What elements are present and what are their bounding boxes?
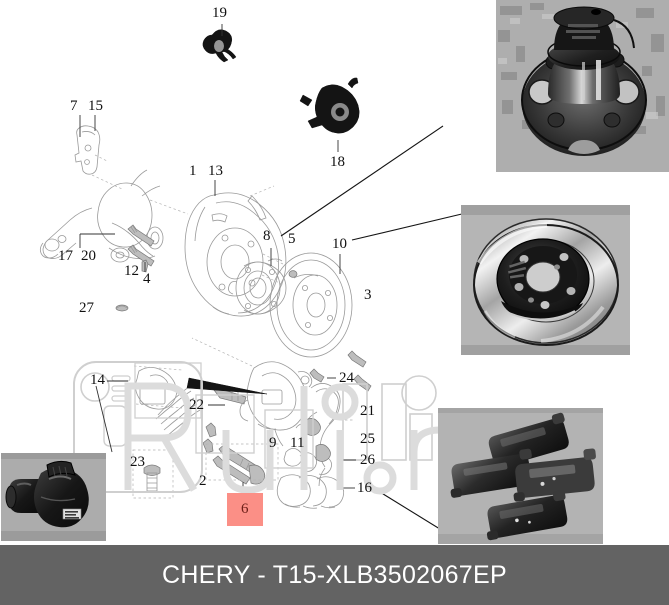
- callout-12: 12: [124, 263, 139, 279]
- brake-caliper-artwork: [186, 337, 313, 447]
- leader-lines: [280, 125, 467, 535]
- callout-9: 9: [269, 435, 277, 451]
- callout-21: 21: [360, 403, 375, 419]
- footer-bar: CHERY - T15-XLB3502067EP: [0, 545, 669, 605]
- callout-3: 3: [364, 287, 372, 303]
- part-19-artwork: [202, 29, 237, 63]
- brake-disc-photo: [461, 205, 630, 355]
- part-27-artwork: [115, 304, 129, 312]
- callout-16: 16: [357, 480, 372, 496]
- callout-22: 22: [189, 397, 204, 413]
- part-18-artwork: [299, 77, 360, 134]
- callout-4: 4: [143, 271, 151, 287]
- callout-8: 8: [263, 228, 271, 244]
- leader-stubs: [79, 24, 356, 495]
- callout-19: 19: [212, 5, 227, 21]
- callout-27: 27: [79, 300, 94, 316]
- callout-25: 25: [360, 431, 375, 447]
- parts-21-25-26-hose-artwork: [295, 383, 354, 487]
- wheel-hub-bearing-photo: [496, 0, 669, 172]
- parking-brake-actuator-photo: [1, 453, 106, 541]
- callout-10: 10: [332, 236, 347, 252]
- part-24-artwork: [309, 368, 325, 383]
- brake-pad-set-photo: [438, 408, 603, 544]
- callout-15: 15: [88, 98, 103, 114]
- callout-23: 23: [130, 454, 145, 470]
- callout-1: 1: [189, 163, 197, 179]
- part-10-3-brake-disc-artwork: [262, 252, 353, 358]
- callout-2: 2: [199, 473, 207, 489]
- callout-5: 5: [288, 231, 296, 247]
- callout-14: 14: [90, 372, 105, 388]
- callout-7: 7: [70, 98, 78, 114]
- callout-20: 20: [81, 248, 96, 264]
- part-number-caption: CHERY - T15-XLB3502067EP: [162, 560, 507, 589]
- callout-17: 17: [58, 248, 73, 264]
- part-8-5-hub-artwork: [228, 258, 298, 315]
- callout-18: 18: [330, 154, 345, 170]
- callout-13: 13: [208, 163, 223, 179]
- callout-24: 24: [339, 370, 354, 386]
- part-16-brake-pads-artwork: [276, 474, 345, 509]
- callout-26: 26: [360, 452, 375, 468]
- part-14-artwork: [133, 365, 183, 410]
- part-7-15-artwork: [74, 125, 108, 175]
- callout-11: 11: [290, 435, 305, 451]
- callout-6-highlighted[interactable]: 6: [227, 493, 263, 526]
